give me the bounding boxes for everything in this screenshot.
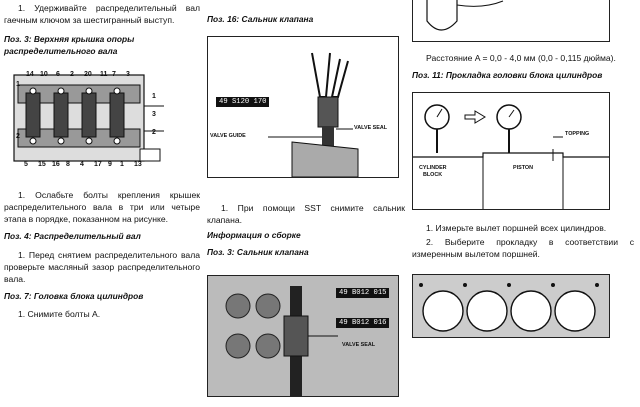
bolt-number: 20 [84, 71, 92, 78]
camshaft-cap-drawing [13, 74, 164, 162]
side-number: 3 [152, 111, 156, 118]
valve-seal-drawing [268, 52, 359, 177]
section-heading: Поз. 7: Головка блока цилиндров [4, 290, 144, 301]
bolt-number: 16 [52, 161, 60, 168]
head-gasket-drawing [413, 274, 609, 337]
bolt-number: 5 [24, 161, 28, 168]
side-number: 1 [16, 81, 20, 88]
bolt-number: 17 [94, 161, 102, 168]
piston-protrusion-figure: TOPPING CYLINDER BLOCK PISTON [412, 91, 610, 210]
bolt-number: 7 [112, 71, 116, 78]
valve-seal-removal-figure: 49 S120 170 VALVE GUIDE VALVE SEAL [207, 35, 399, 178]
paragraph: 1. Перед снятием распределительного вала… [4, 249, 200, 284]
section-heading: Поз. 4: Распределительный вал [4, 231, 141, 241]
section-heading: Поз. 16: Сальник клапана [207, 14, 314, 24]
cylinder-block-label: CYLINDER [419, 164, 447, 171]
bolt-number: 9 [108, 161, 112, 168]
bolt-number: 14 [26, 71, 34, 78]
head-gasket-figure [412, 273, 610, 338]
bolt-number: 11 [100, 71, 108, 78]
topping-label: TOPPING [565, 130, 590, 137]
bolt-number: 15 [38, 161, 46, 168]
side-number: 2 [152, 129, 156, 136]
camshaft-cap-figure: 1 2 1 3 2 14 10 6 2 20 11 7 3 5 15 16 8 … [4, 71, 172, 171]
tool-code: 49 B012 015 [336, 287, 390, 298]
valve-seal-install-figure: 49 B012 015 49 B012 016 VALVE SEAL [207, 274, 399, 397]
paragraph: Расстояние A = 0,0 - 4,0 мм (0,0 - 0,115… [426, 53, 616, 63]
section-heading: Поз. 3: Сальник клапана [207, 247, 309, 257]
piston-protrusion-drawing [413, 103, 609, 209]
paragraph: 1. Ослабьте болты крепления крышек распр… [4, 190, 200, 224]
bolt-number: 1 [120, 161, 124, 168]
column-3: Расстояние A = 0,0 - 4,0 мм (0,0 - 0,115… [412, 0, 634, 338]
paragraph: 1. Удерживайте распределительный вал гае… [4, 3, 200, 25]
section-heading: Поз. 3: Верхняя крышка опоры распределит… [4, 34, 135, 56]
piston-label: PISTON [513, 164, 533, 171]
side-number: 1 [152, 93, 156, 100]
bolt-number: 3 [126, 71, 130, 78]
bolt-number: 2 [70, 71, 74, 78]
column-2: Поз. 16: Сальник клапана 49 S120 170 VAL… [207, 0, 405, 397]
tool-code: 49 B012 016 [336, 317, 390, 328]
bolt-number: 10 [40, 71, 48, 78]
side-number: 2 [16, 133, 20, 140]
valve-seal-label: VALVE SEAL [342, 341, 376, 348]
valve-seal-label: VALVE SEAL [354, 124, 388, 131]
paragraph: 1. При помощи SST снимите сальник клапан… [207, 202, 405, 225]
tool-code: 49 S120 170 [216, 96, 270, 107]
distance-drawing [426, 0, 504, 31]
section-heading: Информация о сборке [207, 229, 301, 240]
bolt-number: 6 [56, 71, 60, 78]
distance-figure [412, 0, 610, 42]
cylinder-block-label: BLOCK [423, 171, 443, 178]
bolt-number: 8 [66, 161, 70, 168]
bolt-number: 13 [134, 161, 142, 168]
valve-guide-label: VALVE GUIDE [210, 132, 246, 139]
paragraph: 1. Измерьте вылет поршней всех цилиндров… [426, 222, 607, 233]
column-1: 1. Удерживайте распределительный вал гае… [4, 0, 200, 320]
paragraph: 2. Выберите прокладку в соответствии с и… [412, 236, 634, 259]
section-heading: Поз. 11: Прокладка головки блока цилиндр… [412, 70, 603, 80]
paragraph: 1. Снимите болты А. [18, 309, 101, 319]
bolt-number: 4 [80, 161, 84, 168]
